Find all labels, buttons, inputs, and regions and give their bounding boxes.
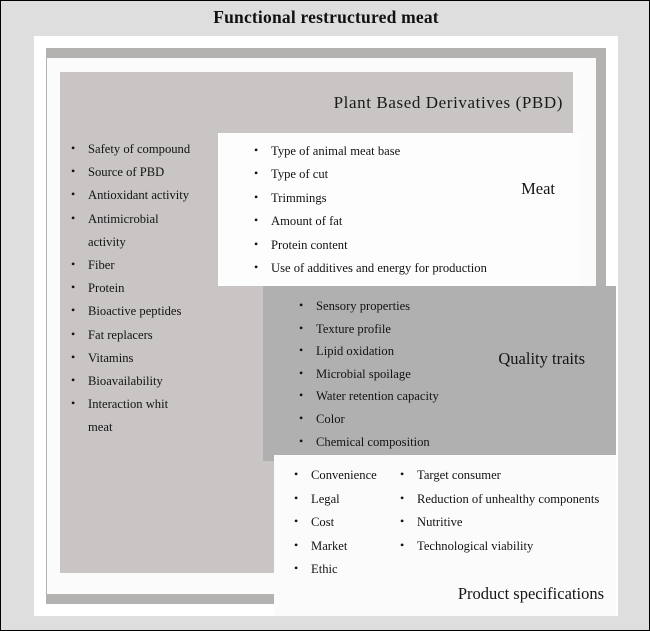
- list-item: Use of additives and energy for producti…: [254, 256, 584, 280]
- pbd-attribute-list: Safety of compound Source of PBD Antioxi…: [71, 137, 191, 440]
- list-item: Legal: [294, 487, 400, 512]
- meat-title: Meat: [521, 179, 555, 198]
- list-item: Fat replacers: [71, 323, 191, 347]
- list-item: Target consumer: [400, 463, 616, 488]
- quality-traits-box: Sensory properties Texture profile Lipid…: [263, 286, 616, 461]
- list-item: Color: [299, 407, 549, 431]
- list-item: Antimicrobial activity: [71, 207, 191, 254]
- list-item: Technological viability: [400, 534, 616, 559]
- list-item: Bioavailability: [71, 369, 191, 393]
- list-item: Type of animal meat base: [254, 139, 584, 163]
- list-item: Fiber: [71, 253, 191, 277]
- product-specifications-left-column: Convenience Legal Cost Market Ethic: [294, 463, 400, 582]
- list-item: Protein content: [254, 233, 584, 257]
- list-item: Texture profile: [299, 317, 549, 341]
- list-item: Vitamins: [71, 346, 191, 370]
- meat-attribute-list: Type of animal meat base Type of cut Tri…: [254, 139, 584, 280]
- list-item: Protein: [71, 276, 191, 300]
- list-item: Bioactive peptides: [71, 299, 191, 323]
- list-item: Amount of fat: [254, 209, 584, 233]
- product-specifications-title: Product specifications: [457, 584, 604, 603]
- meat-box: Type of animal meat base Type of cut Tri…: [218, 133, 581, 286]
- list-item: Type of cut: [254, 162, 584, 186]
- list-item: Interaction whit meat: [71, 392, 191, 439]
- list-item: Nutritive: [400, 510, 616, 535]
- list-item: Trimmings: [254, 186, 584, 210]
- list-item: Source of PBD: [71, 160, 191, 184]
- list-item: Chemical composition: [299, 430, 549, 454]
- pbd-title: Plant Based Derivatives (PBD): [333, 93, 563, 112]
- list-item: Safety of compound: [71, 137, 191, 161]
- quality-traits-list: Sensory properties Texture profile Lipid…: [299, 294, 549, 454]
- product-specifications-columns: Convenience Legal Cost Market Ethic Targ…: [294, 463, 616, 582]
- list-item: Microbial spoilage: [299, 362, 549, 386]
- list-item: Sensory properties: [299, 294, 549, 318]
- list-item: Water retention capacity: [299, 384, 549, 408]
- product-specifications-box: Convenience Legal Cost Market Ethic Targ…: [274, 455, 616, 616]
- list-item: Cost: [294, 510, 400, 535]
- list-item: Antioxidant activity: [71, 183, 191, 207]
- list-item: Market: [294, 534, 400, 559]
- list-item: Convenience: [294, 463, 400, 488]
- list-item: Lipid oxidation: [299, 339, 549, 363]
- list-item: Ethic: [294, 557, 400, 582]
- product-specifications-right-column: Target consumer Reduction of unhealthy c…: [400, 463, 616, 582]
- list-item: Reduction of unhealthy components: [400, 487, 616, 512]
- quality-traits-title: Quality traits: [498, 349, 585, 368]
- figure-title: Functional restructured meat: [213, 7, 439, 27]
